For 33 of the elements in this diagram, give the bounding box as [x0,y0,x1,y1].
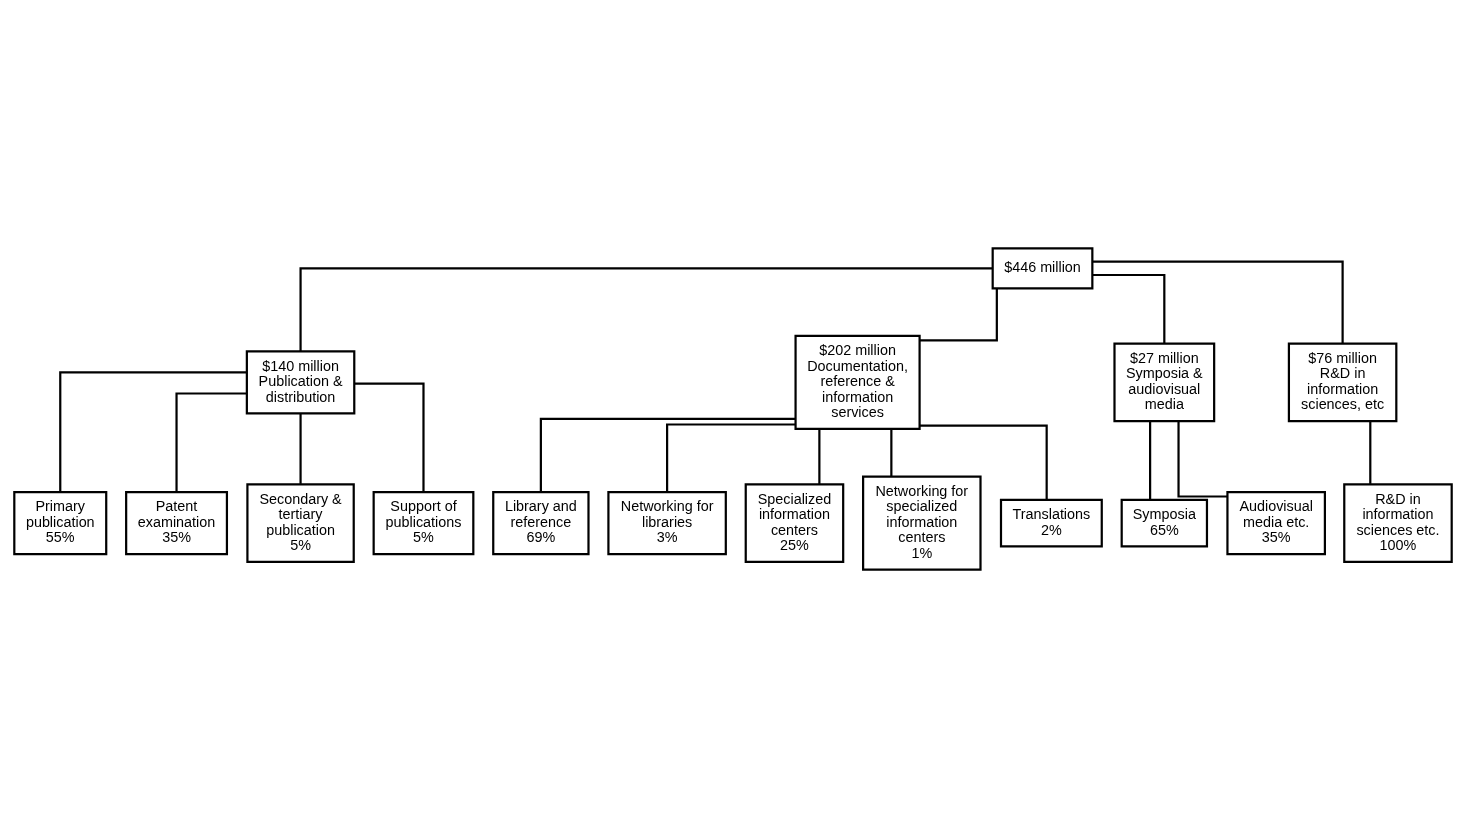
node-box: $140 million Publication & distribution [245,349,356,415]
node-box: $76 million R&D in information sciences, etc [1287,342,1398,422]
node-box: Translations 2% [999,498,1103,547]
node-box: Symposia 65% [1120,498,1209,547]
connector [1149,420,1152,500]
node-box: Audiovisual media etc. 35% [1226,490,1326,555]
node-box: $202 million Documentation, reference & information services [794,334,921,430]
node-box: Patent examination 35% [125,490,229,555]
connector [539,417,796,492]
node-box: Primary publication 55% [13,490,108,555]
connector [1369,420,1372,484]
connector [1092,273,1166,344]
connector [920,424,1048,499]
node-box: Support of publications 5% [372,490,475,555]
node-box: Secondary & tertiary publication 5% [246,482,355,563]
connector [1177,420,1228,498]
connector [666,422,796,492]
connector [299,413,302,484]
connector [818,428,821,484]
connector [175,391,247,492]
node-box: $446 million [991,246,1094,289]
connector [354,381,425,492]
connector [890,428,893,476]
node-box: $27 million Symposia & audiovisual media [1113,342,1216,422]
connector [59,370,247,492]
node-box: Networking for specialized information centers 1% [862,474,982,571]
node-box: Networking for libraries 3% [607,490,727,555]
node-box: Library and reference 69% [492,490,590,555]
node-box: Specialized information centers 25% [744,482,845,563]
connector [1092,260,1344,344]
node-box: R&D in information sciences etc. 100% [1343,482,1453,563]
connector [919,287,998,341]
connector [299,266,993,351]
